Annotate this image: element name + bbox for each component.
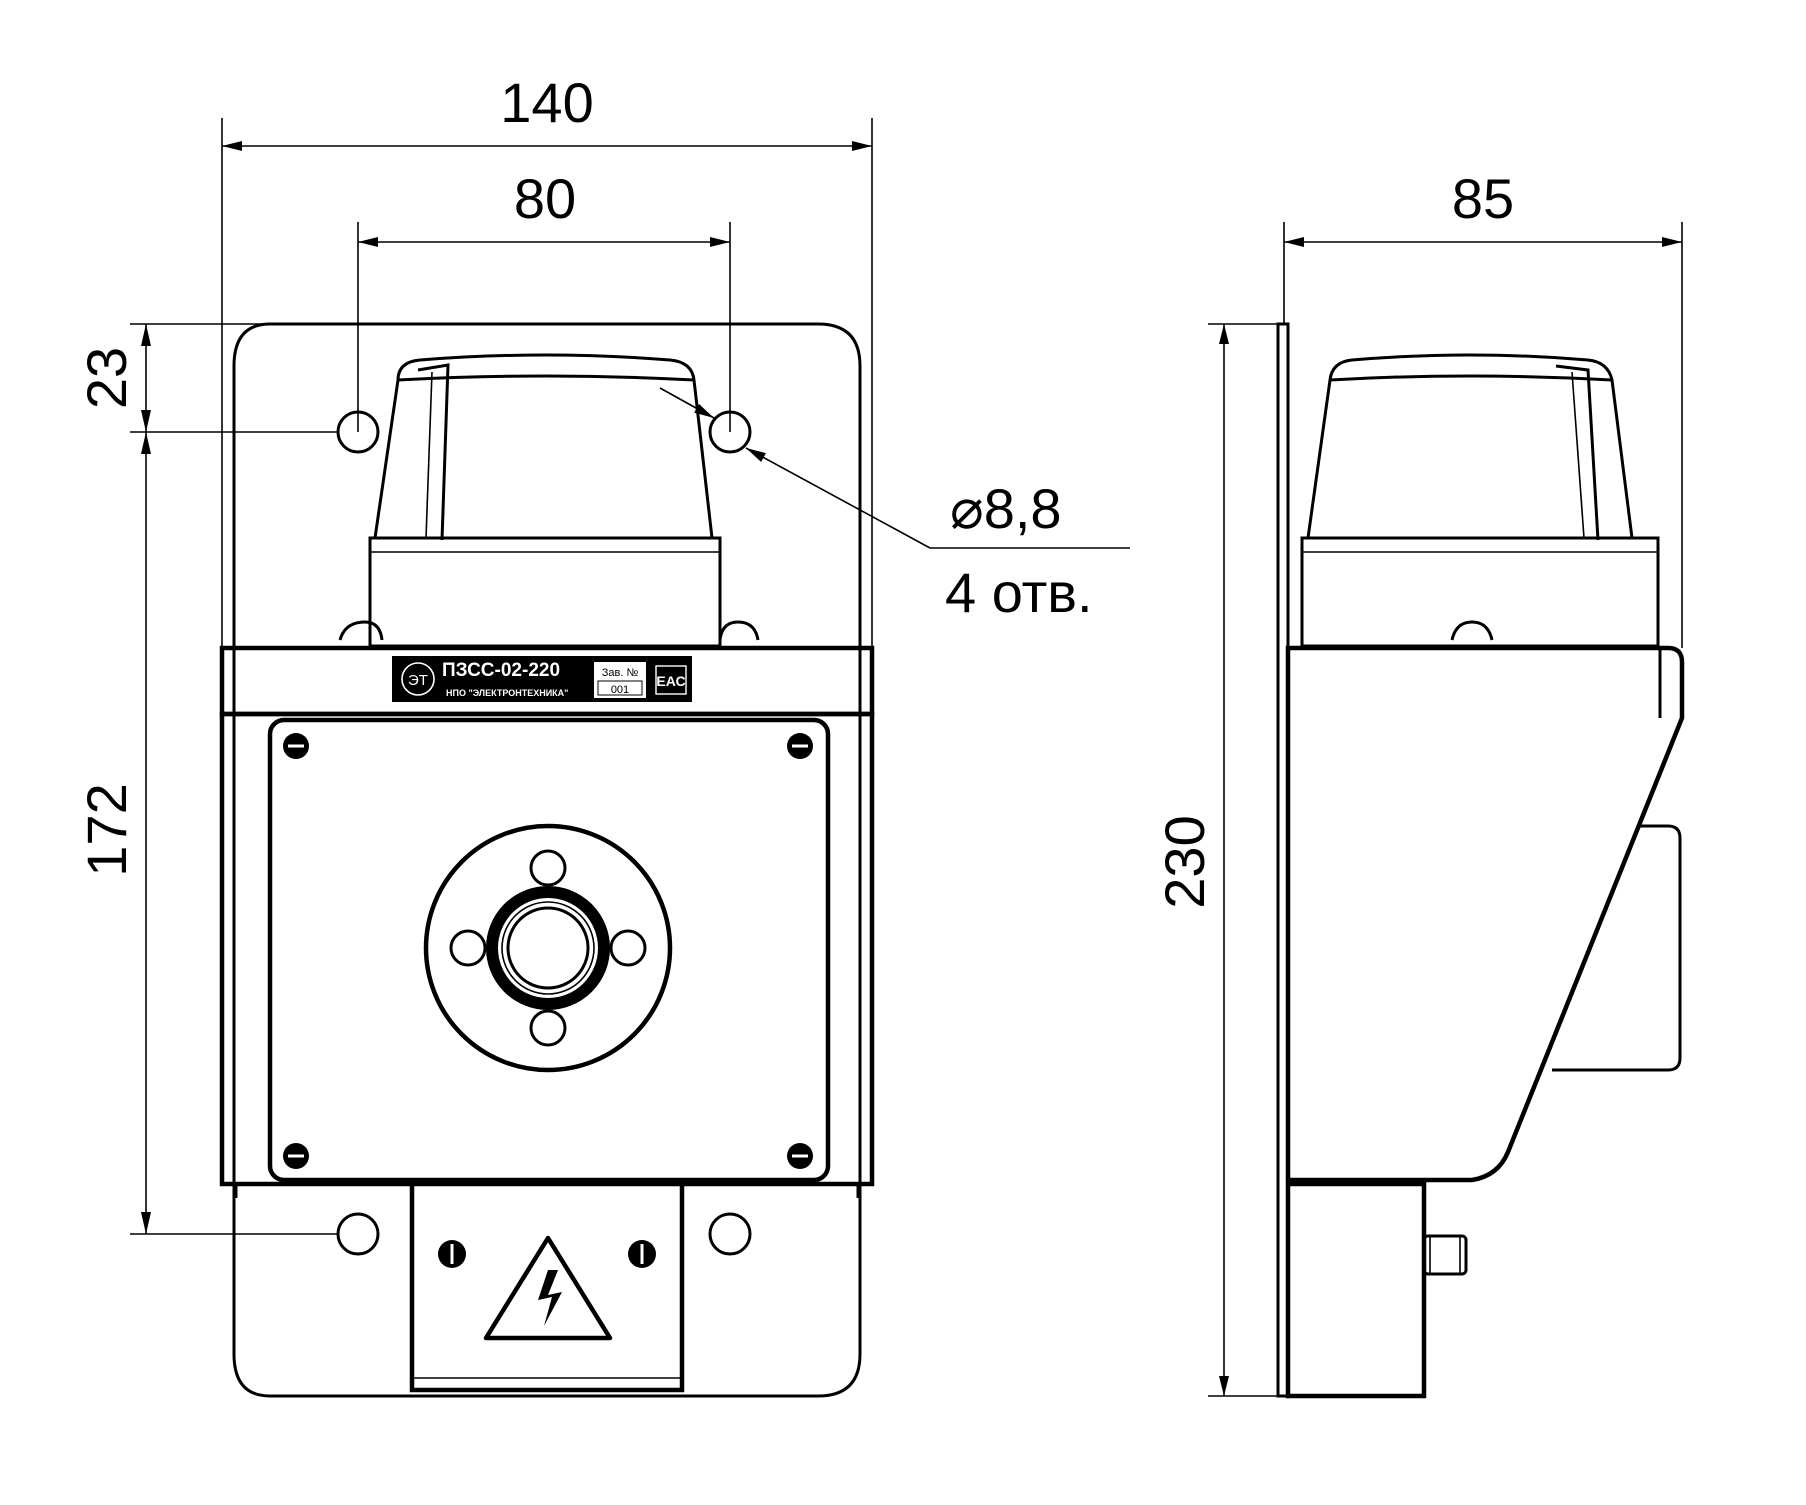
back-plate bbox=[232, 322, 862, 1398]
dim-hole-diameter: ⌀8,8 bbox=[950, 477, 1062, 540]
side-signal-lamp bbox=[1300, 353, 1660, 648]
side-dimensions: 85 230 bbox=[1153, 167, 1683, 1397]
mounting-hole-icon bbox=[336, 1212, 380, 1256]
eac-mark-text: ЕАС bbox=[656, 673, 685, 689]
front-view: ЭТ ПЗСС-02-220 НПО "ЭЛЕКТРОНТЕХНИКА" Зав… bbox=[219, 322, 875, 1398]
side-terminal-box bbox=[1285, 1181, 1427, 1399]
terminal-cover bbox=[409, 1184, 685, 1393]
dim-depth: 85 bbox=[1452, 167, 1514, 230]
serial-label: Зав. № bbox=[602, 667, 639, 679]
dim-top-offset: 23 bbox=[75, 347, 138, 409]
cable-gland bbox=[423, 823, 673, 1073]
screw-icon bbox=[787, 733, 813, 759]
screw-icon bbox=[283, 733, 309, 759]
side-housing bbox=[1285, 645, 1685, 1183]
dim-hole-spacing: 80 bbox=[514, 167, 576, 230]
side-view bbox=[1276, 322, 1685, 1399]
signal-lamp bbox=[338, 353, 760, 648]
screw-icon bbox=[628, 1240, 656, 1268]
junction-cover bbox=[267, 717, 831, 1183]
side-terminal-screw bbox=[1422, 1234, 1468, 1276]
maker-logo-text: ЭТ bbox=[408, 672, 428, 689]
side-gland-box bbox=[1552, 824, 1682, 1072]
screw-icon bbox=[283, 1143, 309, 1169]
high-voltage-warning-icon bbox=[483, 1235, 613, 1341]
nameplate-maker: НПО "ЭЛЕКТРОНТЕХНИКА" bbox=[446, 688, 568, 698]
screw-icon bbox=[787, 1143, 813, 1169]
nameplate: ЭТ ПЗСС-02-220 НПО "ЭЛЕКТРОНТЕХНИКА" Зав… bbox=[392, 656, 692, 702]
maker-logo-icon bbox=[401, 662, 435, 696]
dim-hole-count: 4 отв. bbox=[945, 561, 1093, 624]
housing-body bbox=[219, 711, 875, 1187]
dim-overall-height: 230 bbox=[1153, 815, 1216, 908]
nameplate-model: ПЗСС-02-220 bbox=[442, 660, 560, 681]
screw-icon bbox=[438, 1240, 466, 1268]
dim-overall-width: 140 bbox=[500, 71, 593, 134]
serial-value: 001 bbox=[611, 684, 629, 696]
mounting-hole-icon bbox=[708, 1212, 752, 1256]
dim-hole-vertical-spacing: 172 bbox=[75, 783, 138, 876]
front-dimensions: 140 80 23 172 ⌀8,8 4 отв. bbox=[75, 71, 1130, 1235]
eac-mark-icon bbox=[655, 665, 687, 695]
